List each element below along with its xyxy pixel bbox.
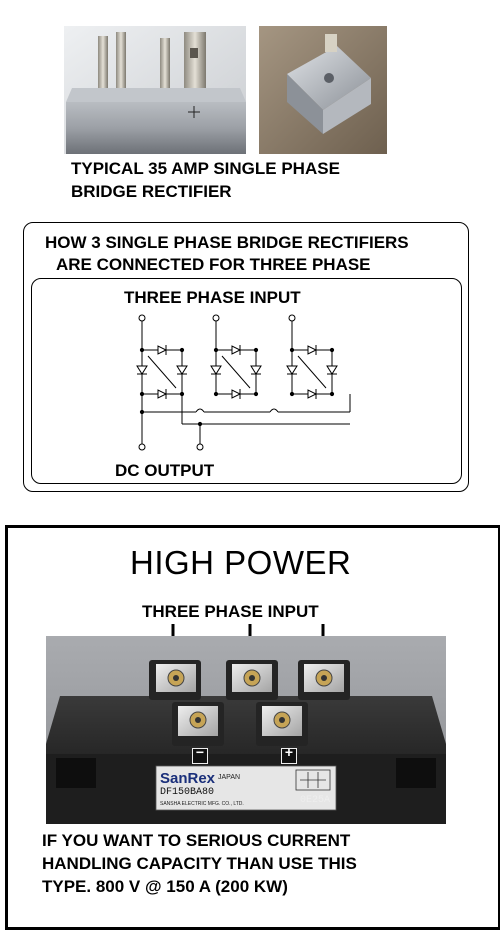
high-power-title: HIGH POWER	[130, 544, 352, 581]
plus-terminal-sign: +	[284, 744, 294, 760]
bridge-rectifier-schematic	[136, 314, 351, 451]
module-brand-suffix: JAPAN	[218, 774, 241, 781]
circuit-output-label: DC OUTPUT	[115, 461, 215, 480]
top-caption-line1: TYPICAL 35 AMP SINGLE PHASE	[71, 159, 340, 178]
bridge-rectifier-photo-front	[64, 26, 246, 154]
minus-terminal-badge	[192, 748, 208, 764]
module-input-label: THREE PHASE INPUT	[142, 602, 319, 621]
high-power-note-line2: HANDLING CAPACITY THAN USE THIS	[42, 854, 357, 873]
module-brand: SanRex	[160, 770, 216, 787]
top-caption-line2: BRIDGE RECTIFIER	[71, 182, 232, 201]
sanrex-module-photo	[46, 636, 446, 824]
diagram-heading-line2: ARE CONNECTED FOR THREE PHASE	[56, 255, 371, 274]
plus-terminal-badge	[281, 748, 297, 764]
high-power-note-line1: IF YOU WANT TO SERIOUS CURRENT	[42, 831, 351, 850]
circuit-inner-frame	[31, 278, 462, 484]
module-part-number: DF150BA80	[160, 787, 215, 798]
minus-terminal-sign: −	[195, 744, 205, 760]
module-maker: SANSHA ELECTRIC MFG. CO., LTD.	[160, 801, 244, 807]
module-code: 0E25A	[300, 795, 331, 806]
bridge-rectifier-photo-angled	[259, 26, 387, 154]
diagram-heading-line1: HOW 3 SINGLE PHASE BRIDGE RECTIFIERS	[45, 233, 409, 252]
high-power-frame	[5, 525, 500, 930]
high-power-note-line3: TYPE. 800 V @ 150 A (200 KW)	[42, 877, 288, 896]
circuit-input-label: THREE PHASE INPUT	[124, 288, 301, 307]
connection-diagram-frame	[23, 222, 469, 492]
